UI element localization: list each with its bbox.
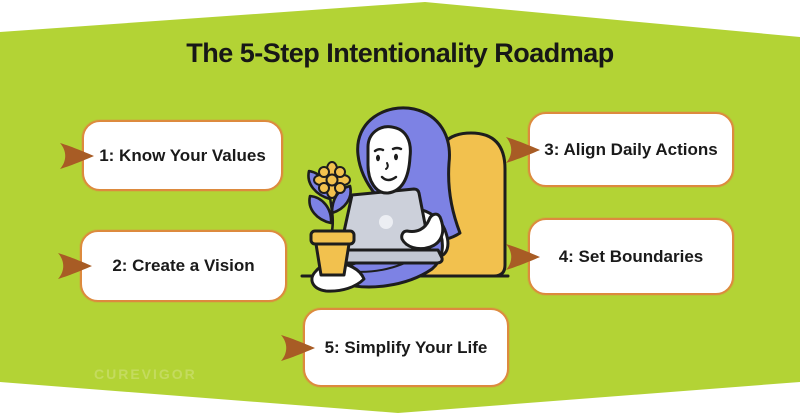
step-card-1: 1: Know Your Values [60, 120, 283, 191]
person-face [366, 125, 412, 195]
step-card-2: 2: Create a Vision [58, 230, 287, 302]
step-label: 4: Set Boundaries [528, 218, 734, 295]
nose [385, 162, 389, 170]
page-title: The 5-Step Intentionality Roadmap [186, 38, 614, 68]
step-card-5: 5: Simplify Your Life [281, 308, 509, 387]
plant-pot-body [314, 242, 351, 277]
person-arm [400, 212, 445, 251]
eyebrow-left [373, 148, 385, 153]
laptop-logo [379, 215, 393, 229]
eye-left [376, 154, 380, 162]
eyebrow-right [391, 146, 403, 151]
step-card-3: 3: Align Daily Actions [506, 112, 734, 187]
flower [313, 161, 351, 199]
step-card-4: 4: Set Boundaries [506, 218, 734, 295]
plant-pot-rim [309, 229, 356, 246]
arrow-icon [506, 136, 540, 163]
plant-leaf-right [330, 184, 352, 215]
arrow-icon [58, 253, 92, 279]
step-label: 1: Know Your Values [82, 120, 283, 191]
plant-leaf-lower-left [308, 194, 333, 225]
arrow-icon [506, 243, 540, 270]
step-label: 3: Align Daily Actions [528, 112, 734, 187]
arrow-icon [281, 334, 315, 361]
watermark: CUREVIGOR [94, 366, 197, 382]
step-label: 5: Simplify Your Life [303, 308, 509, 387]
smile [380, 175, 398, 182]
person-laptop-plant-illustration [300, 106, 510, 293]
arrow-icon [60, 142, 94, 169]
eye-right [394, 153, 398, 161]
step-label: 2: Create a Vision [80, 230, 287, 302]
